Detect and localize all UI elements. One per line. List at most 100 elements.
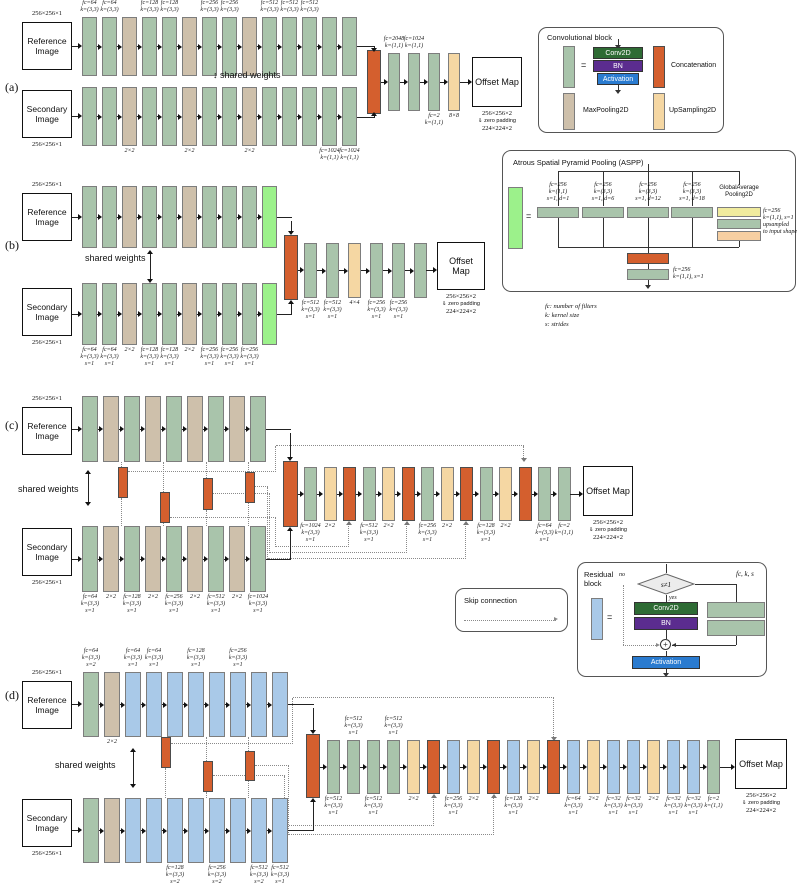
conv-block [327, 740, 340, 794]
conv-block [370, 243, 383, 298]
connector-line [360, 766, 363, 768]
offset-map-box: Offset Map [735, 739, 787, 789]
conv-block [166, 396, 182, 462]
arrowhead-icon [161, 426, 166, 432]
residual-swatch [591, 598, 603, 640]
arrowhead-icon [245, 556, 250, 562]
arrowhead-icon [443, 79, 448, 85]
arrowhead-icon [371, 47, 377, 52]
maxpool-block [103, 526, 119, 592]
connector-line [375, 493, 378, 495]
panel-letter: (d) [5, 688, 19, 702]
skip-connection-line [163, 523, 164, 526]
filter-label: 2×2 [528, 796, 539, 802]
aspp-concat-bar [627, 253, 669, 264]
arrowhead-icon [224, 556, 229, 562]
arrowhead-icon [730, 764, 735, 770]
connector-line [290, 221, 292, 231]
arrowhead-icon [257, 311, 262, 317]
arrowhead-icon [467, 79, 472, 85]
gap-upsample-bar [717, 231, 761, 241]
conv-block [538, 467, 551, 521]
arrowhead-icon [197, 311, 202, 317]
filter-label: fc=128 k=(3,3) s=1 [476, 523, 496, 543]
arrowhead-icon [120, 827, 125, 834]
filter-label: fc=1024 k=(1,1) [339, 148, 360, 161]
input-size-label: 256×256×1 [31, 579, 63, 586]
padded-size-label: 224×224×2 [481, 125, 513, 132]
filter-label: fc=256 k=(3,3) s=1 [444, 796, 463, 816]
upsample-block [527, 740, 540, 794]
arrowhead-icon [130, 783, 136, 788]
connector-line [400, 766, 403, 768]
connector-line [312, 802, 314, 830]
residual-block [272, 798, 288, 863]
concat-block [518, 467, 532, 521]
connector-line [531, 493, 534, 495]
yes-label: yes [669, 595, 677, 601]
bn-layer: BN [593, 60, 643, 72]
filter-label: fc=128 k=(3,3) s=1 [186, 648, 206, 668]
legend-convolutional-block: Convolutional block = Conv2D BN Activati… [538, 27, 724, 133]
arrowhead-icon [463, 521, 469, 525]
arrowhead-icon [120, 701, 125, 708]
connector-line [420, 81, 424, 83]
conv-block [428, 53, 440, 111]
arrowhead-icon [99, 701, 104, 708]
arrowhead-icon [177, 43, 182, 50]
input-size-label: 256×256×1 [31, 10, 63, 17]
residual-title: Residual block [584, 570, 614, 588]
connector-line [720, 766, 731, 768]
filter-label: fc=32 k=(3,3) s=1 [624, 796, 643, 816]
concat-block [547, 740, 560, 794]
skip-connection-line [163, 462, 164, 492]
legend-title: Convolutional block [547, 33, 613, 42]
panel-letter: (a) [5, 80, 19, 94]
filter-label: fc=64 k=(3,3) s=1 [144, 648, 164, 668]
filter-label: fc=256 k=(3,3) s=1 [228, 648, 248, 668]
residual-block [230, 798, 246, 863]
filter-label: fc=128 k=(3,3) s=1 [140, 347, 159, 367]
concat-swatch [653, 46, 665, 88]
skip-connection-line [275, 446, 276, 472]
arrowhead-icon [436, 491, 440, 497]
arrowhead-icon [299, 491, 304, 497]
aspp-conv-bar [582, 207, 624, 218]
filter-label: 4×4 [349, 300, 360, 306]
padded-size-label: 224×224×2 [445, 308, 477, 315]
maxpool-block [145, 526, 161, 592]
gap-conv-bar [717, 219, 761, 229]
arrowhead-icon [277, 43, 282, 50]
arrowhead-icon [130, 748, 136, 752]
global-average-pooling-label: GlobalAverage Pooling2D [719, 185, 759, 198]
connector-line [289, 433, 291, 457]
concat-label: Concatenation [671, 62, 717, 69]
connector-line [72, 313, 78, 315]
connector-line [660, 766, 663, 768]
connector-line [383, 270, 388, 271]
filter-label: fc=256 k=(3,3) s=2 [207, 865, 227, 885]
skip-connection-line [293, 697, 554, 698]
offset-map-box: Offset Map [472, 57, 522, 107]
skip-connection-line [121, 498, 122, 526]
input-size-label: 256×256×1 [31, 669, 63, 676]
no-label: no [619, 572, 625, 578]
arrowhead-icon [462, 764, 467, 770]
filter-label: 2×2 [588, 796, 599, 802]
arrowhead-icon [371, 112, 377, 116]
arrowhead-icon [502, 764, 507, 770]
connector-line [580, 766, 583, 768]
conv-block [166, 526, 182, 592]
residual-block [687, 740, 700, 794]
arrowhead-icon [582, 764, 587, 770]
arrowhead-icon [140, 426, 145, 432]
skip-connection-line [248, 503, 249, 526]
skip-connection-line [206, 792, 207, 798]
connector-line [373, 46, 375, 48]
residual-block [251, 798, 267, 863]
filter-label: fc=128 k=(3,3) s=1 [160, 347, 179, 367]
arrowhead-icon [217, 214, 222, 220]
skip-connection-line [288, 766, 289, 835]
filter-label: fc=1024 k=(1,1) [319, 148, 340, 161]
conv-block [82, 17, 97, 76]
